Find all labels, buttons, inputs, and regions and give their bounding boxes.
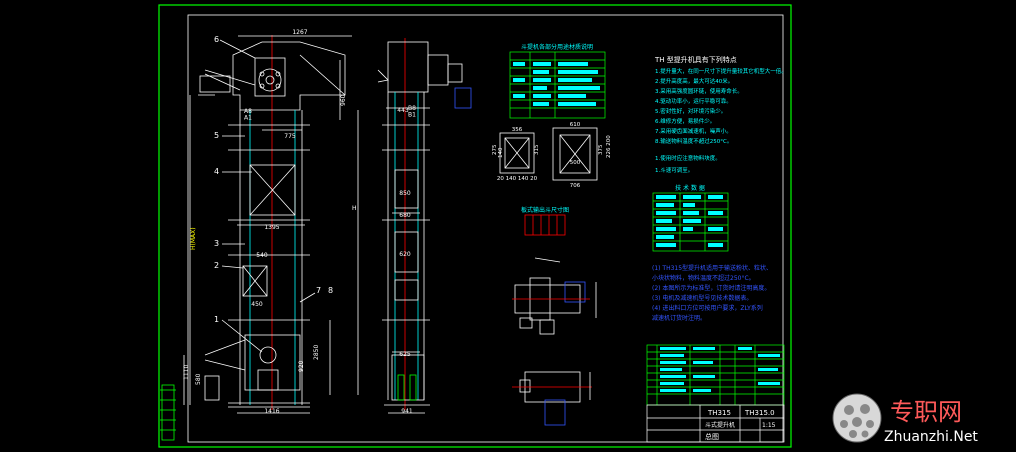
- dim-inner-a: 540: [256, 252, 268, 259]
- title-name: 斗式提升机: [705, 421, 735, 429]
- title-code-a: TH315: [707, 409, 731, 417]
- dim-height-max: H(MAX): [190, 227, 197, 250]
- title-scale: 1:15: [762, 422, 776, 429]
- watermark-cn: 专职网: [890, 398, 962, 426]
- title-block-texts: TH315 TH315.0 斗式提升机 1:15 总图: [705, 409, 776, 441]
- svg-text:20 140 140 20: 20 140 140 20: [497, 176, 538, 182]
- spec-notes: (1) TH315型提升机适用于输送粉状、粒状、 小块状物料，物料温度不超过25…: [652, 264, 772, 322]
- svg-text:2.提升高度高，最大可达40米。: 2.提升高度高，最大可达40米。: [655, 77, 733, 85]
- svg-text:226 200: 226 200: [606, 135, 612, 158]
- dim-inner-b: 450: [251, 301, 263, 308]
- callout-7: 7: [316, 286, 321, 295]
- svg-text:小块状物料，物料温度不超过250°C。: 小块状物料，物料温度不超过250°C。: [652, 274, 755, 282]
- callout-5: 5: [214, 131, 219, 140]
- svg-text:706: 706: [570, 183, 581, 189]
- svg-text:140: 140: [498, 147, 504, 158]
- svg-text:(1) TH315型提升机适用于输送粉状、粒状、: (1) TH315型提升机适用于输送粉状、粒状、: [652, 264, 772, 272]
- section-dim-texts: 356 315 275 140 20 140 140 20 610 375 50…: [492, 122, 612, 189]
- dim-top-width: 1267: [292, 29, 307, 36]
- tech-data-title: 技 术 数 据: [675, 184, 705, 192]
- callout-6: 6: [214, 35, 219, 44]
- title-sheet: 总图: [705, 432, 719, 441]
- callout-numbers: 6 5 4 3 2 1 7 8: [214, 35, 333, 324]
- svg-text:减速机订货时注明。: 减速机订货时注明。: [652, 314, 706, 322]
- tech-data-table: [652, 192, 729, 252]
- table-titles: 斗提机各部分用途材质说明 技 术 数 据 板式输出斗尺寸图: [521, 43, 705, 214]
- dim-low-c: 2850: [313, 345, 320, 360]
- title-code-b: TH315.0: [744, 409, 775, 417]
- dim-right-b: 680: [399, 212, 411, 219]
- dim-base-width: 1416: [264, 408, 279, 415]
- callout-8: 8: [328, 286, 333, 295]
- dim-right-c: 620: [399, 251, 411, 258]
- svg-text:1.斗速可调至。: 1.斗速可调至。: [655, 166, 693, 174]
- binding-margin: [160, 384, 176, 441]
- svg-text:1.使用时应注意物料块度。: 1.使用时应注意物料块度。: [655, 154, 721, 162]
- svg-text:(3) 电机及减速机型号见技术数据表。: (3) 电机及减速机型号见技术数据表。: [652, 294, 752, 302]
- side-view: [377, 38, 472, 414]
- inner-frame: [187, 14, 784, 443]
- dim-flange-width: 775: [284, 133, 296, 140]
- watermark-ball-icon: [832, 393, 882, 443]
- svg-text:8.输送物料温度不超过250°C。: 8.输送物料温度不超过250°C。: [655, 137, 732, 145]
- section-views: [499, 127, 598, 426]
- dim-low-a: 1110: [183, 365, 190, 380]
- bucket-detail-title: 板式输出斗尺寸图: [521, 206, 569, 214]
- notes-title: TH 型提升机具有下列特点: [654, 55, 737, 64]
- dimension-texts: 1267 960 775 1395 540 450 1416 H(MAX) H …: [183, 29, 416, 415]
- dim-right-a: 850: [399, 190, 411, 197]
- front-view: [183, 35, 359, 414]
- svg-text:7.采用硬齿面减速机，噪声小。: 7.采用硬齿面减速机，噪声小。: [655, 127, 732, 135]
- dim-boot-width: 1395: [264, 224, 279, 231]
- svg-text:375: 375: [598, 144, 604, 155]
- svg-text:315: 315: [534, 144, 540, 155]
- svg-text:610: 610: [570, 122, 581, 128]
- svg-text:5.密封性好，对环境污染少。: 5.密封性好，对环境污染少。: [655, 107, 726, 115]
- callout-2: 2: [214, 261, 219, 270]
- svg-text:1.提升量大，在同一尺寸下提升量较其它机型大一倍。: 1.提升量大，在同一尺寸下提升量较其它机型大一倍。: [655, 67, 787, 75]
- notes-block: TH 型提升机具有下列特点 1.提升量大，在同一尺寸下提升量较其它机型大一倍。 …: [654, 55, 787, 174]
- title-block: [646, 404, 785, 443]
- svg-text:(2) 本图所示为标准型，订货时请注明高度。: (2) 本图所示为标准型，订货时请注明高度。: [652, 284, 770, 292]
- svg-text:500: 500: [570, 160, 581, 166]
- dim-right-top: 443: [397, 107, 409, 114]
- svg-text:275: 275: [492, 144, 498, 155]
- dim-low-b: 580: [195, 373, 202, 385]
- outer-frame: [158, 4, 792, 448]
- materials-table: [509, 51, 606, 119]
- callout-4: 4: [214, 167, 219, 176]
- dim-h-label: H: [352, 205, 357, 212]
- svg-text:4.驱动功率小，运行平稳可靠。: 4.驱动功率小，运行平稳可靠。: [655, 97, 732, 105]
- svg-text:3.采用高强度圆环链，使用寿命长。: 3.采用高强度圆环链，使用寿命长。: [655, 87, 743, 95]
- watermark-en: Zhuanzhi.Net: [884, 429, 978, 445]
- svg-text:356: 356: [512, 127, 523, 133]
- parts-list: [646, 344, 785, 406]
- callout-3: 3: [214, 239, 219, 248]
- callout-1: 1: [214, 315, 219, 324]
- dim-right-base: 941: [401, 408, 413, 415]
- watermark: 专职网 Zhuanzhi.Net: [832, 393, 978, 445]
- dim-head-box: 960: [340, 94, 347, 106]
- dim-low-d: 920: [298, 360, 305, 372]
- dim-right-d: 625: [399, 351, 411, 358]
- svg-text:(4) 进出料口方位可按用户要求，ZLY系列: (4) 进出料口方位可按用户要求，ZLY系列: [652, 304, 763, 312]
- materials-table-title: 斗提机各部分用途材质说明: [521, 43, 593, 51]
- svg-text:6.维修方便，易损件少。: 6.维修方便，易损件少。: [655, 117, 715, 125]
